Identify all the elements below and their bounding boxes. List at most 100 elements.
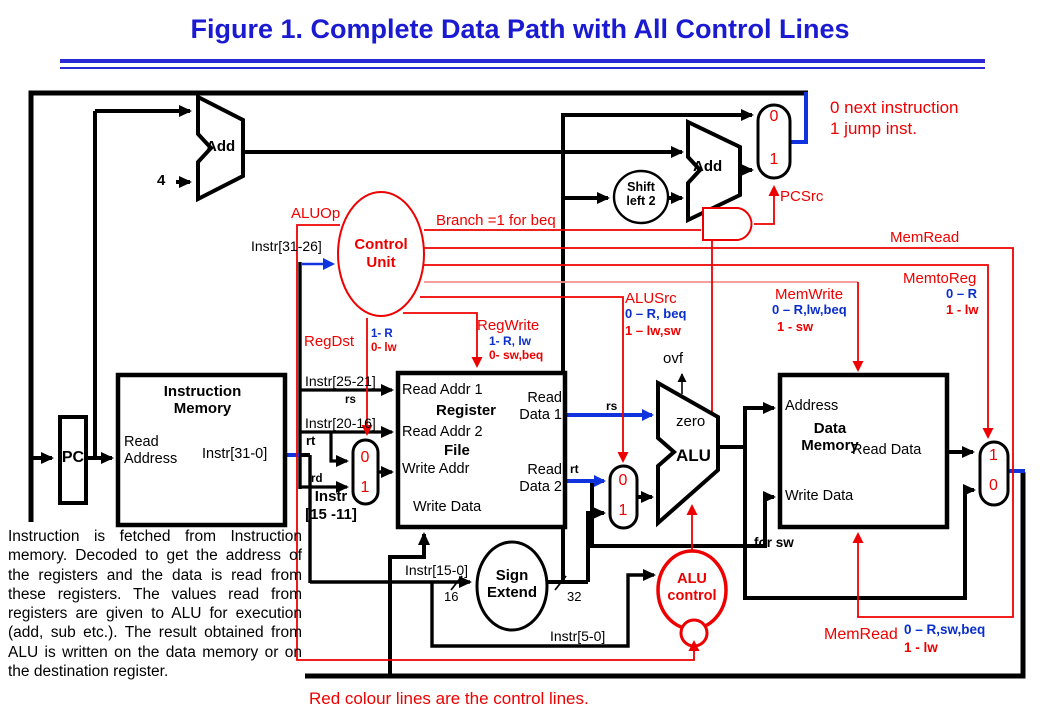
wire-label-instr25-21: Instr[25-21]	[305, 373, 376, 389]
dmem-read-data: Read Data	[852, 442, 922, 458]
register-file-box	[395, 370, 568, 530]
adder2-shape	[686, 118, 742, 224]
wire-label-for-sw: for sw	[754, 535, 794, 550]
wire-label-instr31-26: Instr[31-26]	[251, 238, 322, 254]
instruction-memory-box	[115, 372, 288, 528]
aluop-wire	[296, 224, 700, 661]
memwrite-value-0: 0 – R,lw,beq	[772, 302, 847, 317]
instr5-0-wire	[430, 569, 656, 648]
alu-to-dmem-wire	[743, 402, 776, 447]
alu-label: ALU	[676, 446, 711, 465]
signal-pcsrc: PCSrc	[780, 188, 824, 205]
memtoreg-value-0: 0 – R	[946, 286, 978, 301]
rf-read-addr1: Read Addr 1	[402, 382, 483, 398]
shift-left-2-label: Shift left 2	[626, 180, 656, 209]
rf-name2: File	[444, 442, 470, 459]
adder1-shape	[196, 93, 245, 203]
regwrite-wire	[403, 312, 483, 368]
wire-label-16: 16	[444, 589, 459, 604]
rt-to-wamux-wire	[329, 432, 349, 467]
alu-shape	[656, 379, 720, 528]
rf-read-addr2: Read Addr 2	[402, 424, 483, 440]
memread-wire	[424, 247, 1014, 618]
mux-alusrc-1: 1	[618, 502, 628, 519]
forsw-wire	[590, 481, 776, 548]
control-unit-label: Control Unit	[354, 236, 408, 271]
signal-memread-bottom: MemRead	[824, 626, 898, 643]
memread-value-1: 1 - lw	[904, 640, 938, 655]
rf-read-data2: Read Data 2	[519, 462, 562, 495]
component-shapes	[58, 93, 1010, 648]
wire-label-rd: rd	[311, 473, 323, 485]
page-title: Figure 1. Complete Data Path with All Co…	[190, 14, 850, 44]
pcsrc-wire	[754, 185, 780, 225]
mux-wa-0: 0	[360, 449, 370, 466]
pcsrcmux-out-blue-wire	[790, 92, 808, 144]
alusrc-wire	[420, 296, 629, 463]
red-control-wires	[361, 185, 1014, 618]
black-data-wires	[28, 90, 1026, 679]
sign-extend-ellipse	[475, 540, 549, 632]
mux-write-addr	[351, 438, 380, 506]
mux-wa-1: 1	[360, 479, 370, 496]
description-paragraph: Instruction is fetched from Instruction …	[8, 528, 302, 681]
signal-memread-top: MemRead	[890, 229, 960, 246]
signal-regdst: RegDst	[304, 333, 355, 350]
control-unit-ellipse	[337, 191, 425, 317]
signext-to-alumux-wire	[586, 507, 606, 582]
pc-mux-note: 0 next instruction 1 jump inst.	[830, 98, 959, 139]
signal-regwrite: RegWrite	[477, 317, 540, 334]
const4-label: 4	[157, 172, 166, 189]
mux-wb-1: 1	[989, 447, 998, 464]
blue-data-wires	[285, 92, 1025, 487]
wire-label-rt: rt	[306, 433, 316, 448]
shift-left-2-circle	[612, 169, 670, 225]
bus-slash-32	[554, 575, 567, 591]
memwrite-value-1: 1 - sw	[777, 319, 814, 334]
imem-title: Instruction Memory	[163, 383, 242, 418]
imem-read-address: Read Address	[124, 434, 178, 467]
memtoreg-value-1: 1 - lw	[946, 302, 979, 317]
wire-label-32: 32	[567, 589, 582, 604]
alusrc-value-0: 0 – R, beq	[625, 306, 687, 321]
writeback-to-regfile-wire	[388, 532, 430, 676]
title-underline	[60, 59, 985, 69]
regwrite-value-1: 1- R, lw	[489, 334, 532, 348]
mux-pcsrc-0: 0	[769, 108, 779, 125]
mux-alusrc	[608, 464, 639, 530]
signal-aluop: ALUOp	[291, 205, 341, 222]
pc-box	[58, 415, 88, 505]
dmem-title: Data Memory	[801, 420, 859, 455]
sign-extend-label: Sign Extend	[486, 567, 537, 602]
mux-writeback	[978, 440, 1010, 507]
mux-alusrc-0: 0	[618, 472, 628, 489]
pc-loop-frame-wire	[28, 90, 808, 522]
and-gate-shape	[702, 207, 753, 241]
rf-write-addr: Write Addr	[402, 461, 470, 477]
mux-pcsrc-1: 1	[769, 151, 779, 168]
pc-label: PC	[61, 449, 85, 466]
adder1-label: Add	[206, 138, 236, 155]
data-memory-box	[777, 372, 950, 530]
regwrite-value-0: 0- sw,beq	[489, 348, 544, 362]
wire-label-instr15-11: Instr [15 -11]	[305, 488, 357, 523]
bus-slash-16	[450, 575, 463, 591]
imem-instr-out: Instr[31-0]	[202, 446, 268, 462]
wire-label-rt2: rt	[570, 462, 579, 476]
alu-to-wbmux-wire	[743, 447, 976, 600]
alu-ovf-label: ovf	[663, 350, 684, 367]
memtoreg-wire	[424, 264, 994, 439]
memread-value-0: 0 – R,sw,beq	[904, 622, 986, 637]
regdst-value-0: 0- lw	[371, 342, 397, 354]
rf-write-data: Write Data	[413, 499, 482, 515]
wire-label-instr20-16: Instr[20-16]	[305, 415, 376, 431]
mux-wb-0: 0	[989, 477, 998, 494]
footer-note: Red colour lines are the control lines.	[309, 689, 589, 708]
alusrc-value-1: 1 – lw,sw	[625, 323, 681, 338]
rf-read-data1: Read Data 1	[519, 390, 562, 423]
wire-label-rs: rs	[345, 394, 356, 406]
signal-memtoreg: MemtoReg	[903, 270, 977, 287]
wire-label-instr5-0: Instr[5-0]	[550, 628, 606, 644]
alu-control-label: ALU control	[667, 571, 717, 604]
